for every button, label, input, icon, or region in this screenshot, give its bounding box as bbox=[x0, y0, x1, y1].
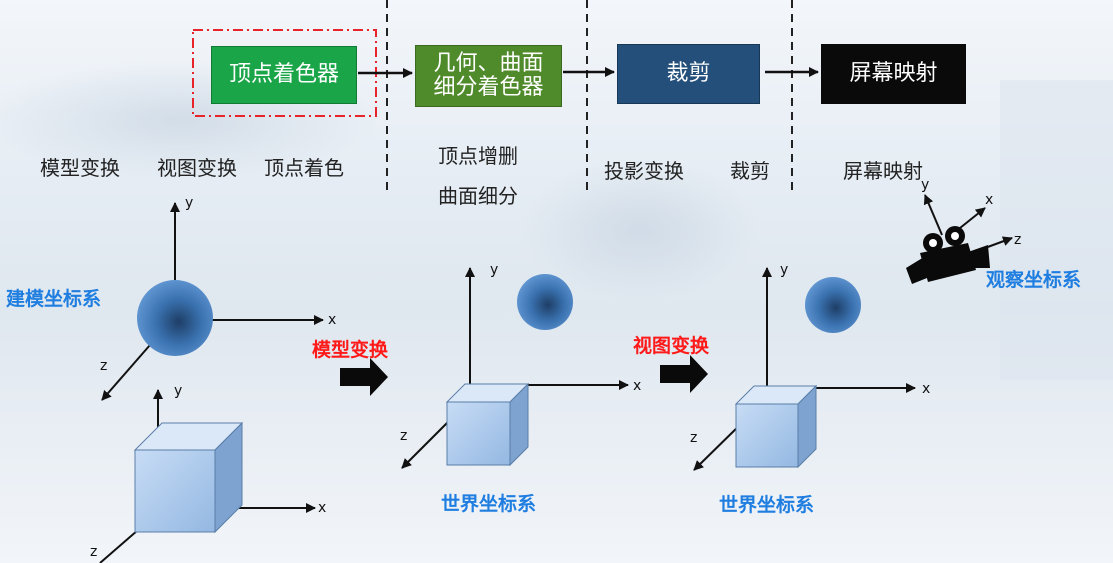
stage-projection-transform: 投影变换 bbox=[604, 159, 684, 183]
stage-tessellation: 曲面细分 bbox=[438, 184, 518, 208]
world2-z-label: z bbox=[690, 430, 698, 446]
model-sphere-z-label: z bbox=[100, 358, 108, 374]
view-transform-label: 视图变换 bbox=[633, 335, 710, 357]
world1-sphere bbox=[517, 274, 573, 330]
geometry-shader-label: 几何、曲面细分着色器 bbox=[433, 51, 544, 100]
camera-z-label: z bbox=[1014, 232, 1022, 248]
camera-z-axis bbox=[984, 236, 1013, 249]
stage-clipping: 裁剪 bbox=[730, 159, 770, 183]
camera-space-label: 观察坐标系 bbox=[986, 269, 1082, 291]
model-cube-x-label: x bbox=[318, 500, 327, 516]
view-transform-arrow bbox=[660, 355, 708, 393]
model-cube-y-label: y bbox=[174, 383, 183, 399]
model-space-label: 建模坐标系 bbox=[6, 288, 102, 310]
world2-sphere bbox=[805, 277, 861, 333]
stage-separators bbox=[386, 0, 793, 190]
geometry-shader-box: 几何、曲面细分着色器 bbox=[415, 45, 562, 107]
model-sphere-x-label: x bbox=[328, 312, 337, 328]
world1-z-axis bbox=[401, 419, 451, 469]
stage-vertex-shading: 顶点着色 bbox=[264, 156, 344, 180]
world1-cube bbox=[445, 382, 530, 467]
camera-icon bbox=[906, 226, 990, 284]
camera-y-axis bbox=[923, 194, 943, 236]
stage-view-transform: 视图变换 bbox=[157, 156, 237, 180]
model-transform-arrow bbox=[340, 358, 388, 396]
model-sphere-z-axis bbox=[101, 344, 151, 401]
camera-x-label: x bbox=[985, 192, 994, 208]
model-cube bbox=[133, 421, 244, 534]
clipping-label: 裁剪 bbox=[666, 61, 711, 86]
model-sphere bbox=[137, 280, 213, 356]
model-cube-z-axis bbox=[99, 529, 139, 563]
screen-mapping-label: 屏幕映射 bbox=[849, 61, 938, 86]
world2-x-label: x bbox=[922, 381, 931, 397]
vertex-shader-highlight bbox=[192, 29, 377, 117]
model-sphere-y-label: y bbox=[185, 195, 194, 211]
vertex-shader-label: 顶点着色器 bbox=[228, 62, 339, 87]
model-transform-label: 模型变换 bbox=[312, 339, 389, 361]
stage-vertex-add-delete: 顶点增删 bbox=[438, 144, 518, 168]
camera-y-label: y bbox=[921, 177, 930, 193]
world1-x-label: x bbox=[633, 378, 642, 394]
world2-y-label: y bbox=[780, 262, 789, 278]
stage-model-transform: 模型变换 bbox=[40, 156, 120, 180]
clipping-box: 裁剪 bbox=[617, 44, 760, 104]
world-space-label-1: 世界坐标系 bbox=[441, 493, 537, 515]
screen-mapping-box: 屏幕映射 bbox=[821, 44, 966, 104]
model-cube-z-label: z bbox=[90, 544, 98, 560]
vertex-shader-box: 顶点着色器 bbox=[211, 46, 357, 104]
stage-screen-mapping: 屏幕映射 bbox=[843, 159, 923, 183]
camera-x-axis bbox=[959, 207, 986, 229]
world1-y-label: y bbox=[490, 262, 499, 278]
world2-cube bbox=[734, 384, 818, 469]
world1-z-label: z bbox=[400, 428, 408, 444]
world-space-label-2: 世界坐标系 bbox=[719, 494, 815, 516]
